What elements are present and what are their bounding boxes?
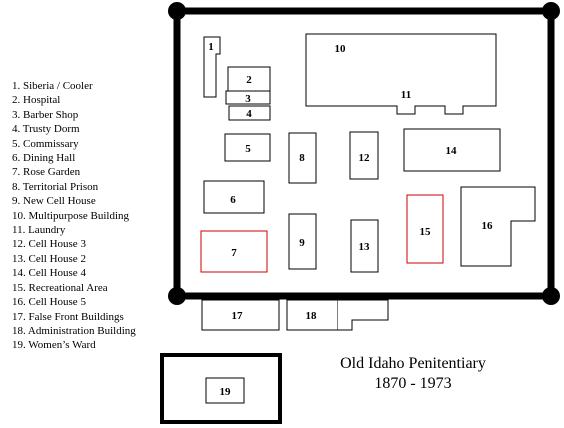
legend-item: 2. Hospital <box>12 94 61 107</box>
label-15: 15 <box>420 226 432 238</box>
label-1: 1 <box>208 41 214 53</box>
guard-tower-sw <box>168 287 186 305</box>
legend-item: 13. Cell House 2 <box>12 252 86 265</box>
building-19[interactable]: 19 <box>160 353 282 424</box>
label-9: 9 <box>299 237 305 249</box>
building-12[interactable]: 12 <box>349 131 379 180</box>
label-18: 18 <box>306 310 318 322</box>
building-7[interactable]: 7 <box>200 230 268 273</box>
legend-item: 12. Cell House 3 <box>12 238 86 251</box>
label-4: 4 <box>246 108 252 120</box>
building-14[interactable]: 14 <box>403 128 501 172</box>
legend-item: 11. Laundry <box>12 224 66 237</box>
legend-item: 15. Recreational Area <box>12 281 108 294</box>
building-10-11[interactable]: 10 11 <box>305 33 497 115</box>
label-8: 8 <box>299 152 305 164</box>
building-13[interactable]: 13 <box>350 219 379 273</box>
label-2: 2 <box>246 74 252 86</box>
label-10: 10 <box>335 43 347 55</box>
label-12: 12 <box>359 152 371 164</box>
legend-item: 8. Territorial Prison <box>12 180 99 193</box>
legend-item: 16. Cell House 5 <box>12 296 86 309</box>
legend-item: 18. Administration Building <box>12 324 136 337</box>
building-1[interactable]: 1 <box>203 36 221 98</box>
building-3[interactable]: 3 <box>225 90 271 105</box>
womens-ward-wall <box>160 353 282 424</box>
building-16[interactable]: 16 <box>460 186 536 267</box>
legend-item: 3. Barber Shop <box>12 108 79 121</box>
building-6[interactable]: 6 <box>203 180 265 214</box>
label-19: 19 <box>220 386 232 398</box>
building-legend: 1. Siberia / Cooler 2. Hospital 3. Barbe… <box>12 79 136 353</box>
legend-item: 1. Siberia / Cooler <box>12 80 93 92</box>
label-14: 14 <box>446 145 458 157</box>
label-16: 16 <box>482 220 494 232</box>
legend-item: 19. Women’s Ward <box>12 339 96 352</box>
building-18[interactable]: 18 <box>286 299 389 331</box>
label-13: 13 <box>359 241 371 253</box>
map-years: 1870 - 1973 <box>374 375 452 392</box>
label-3: 3 <box>245 93 251 105</box>
map-title: Old Idaho Penitentiary <box>340 355 486 372</box>
prison-wall <box>173 7 555 300</box>
guard-tower-se <box>542 287 560 305</box>
legend-item: 7. Rose Garden <box>12 166 81 179</box>
legend-item: 14. Cell House 4 <box>12 267 86 280</box>
legend-item: 10. Multipurpose Building <box>12 209 130 222</box>
building-4[interactable]: 4 <box>228 105 271 121</box>
legend-item: 5. Commissary <box>12 137 79 150</box>
building-9[interactable]: 9 <box>288 213 317 270</box>
building-8[interactable]: 8 <box>288 132 317 184</box>
guard-tower-nw <box>168 2 186 20</box>
map-title-block: Old Idaho Penitentiary 1870 - 1973 <box>330 354 496 394</box>
legend-item: 17. False Front Buildings <box>12 310 124 323</box>
label-7: 7 <box>231 247 237 259</box>
building-15[interactable]: 15 <box>406 194 444 264</box>
legend-item: 9. New Cell House <box>12 195 96 208</box>
label-17: 17 <box>232 310 244 322</box>
legend-item: 4. Trusty Dorm <box>12 123 80 136</box>
building-5[interactable]: 5 <box>224 133 271 162</box>
label-11: 11 <box>401 89 411 101</box>
label-5: 5 <box>245 143 251 155</box>
legend-item: 6. Dining Hall <box>12 152 76 165</box>
guard-tower-ne <box>542 2 560 20</box>
building-2[interactable]: 2 <box>227 66 271 92</box>
building-17[interactable]: 17 <box>201 299 280 331</box>
label-6: 6 <box>230 194 236 206</box>
